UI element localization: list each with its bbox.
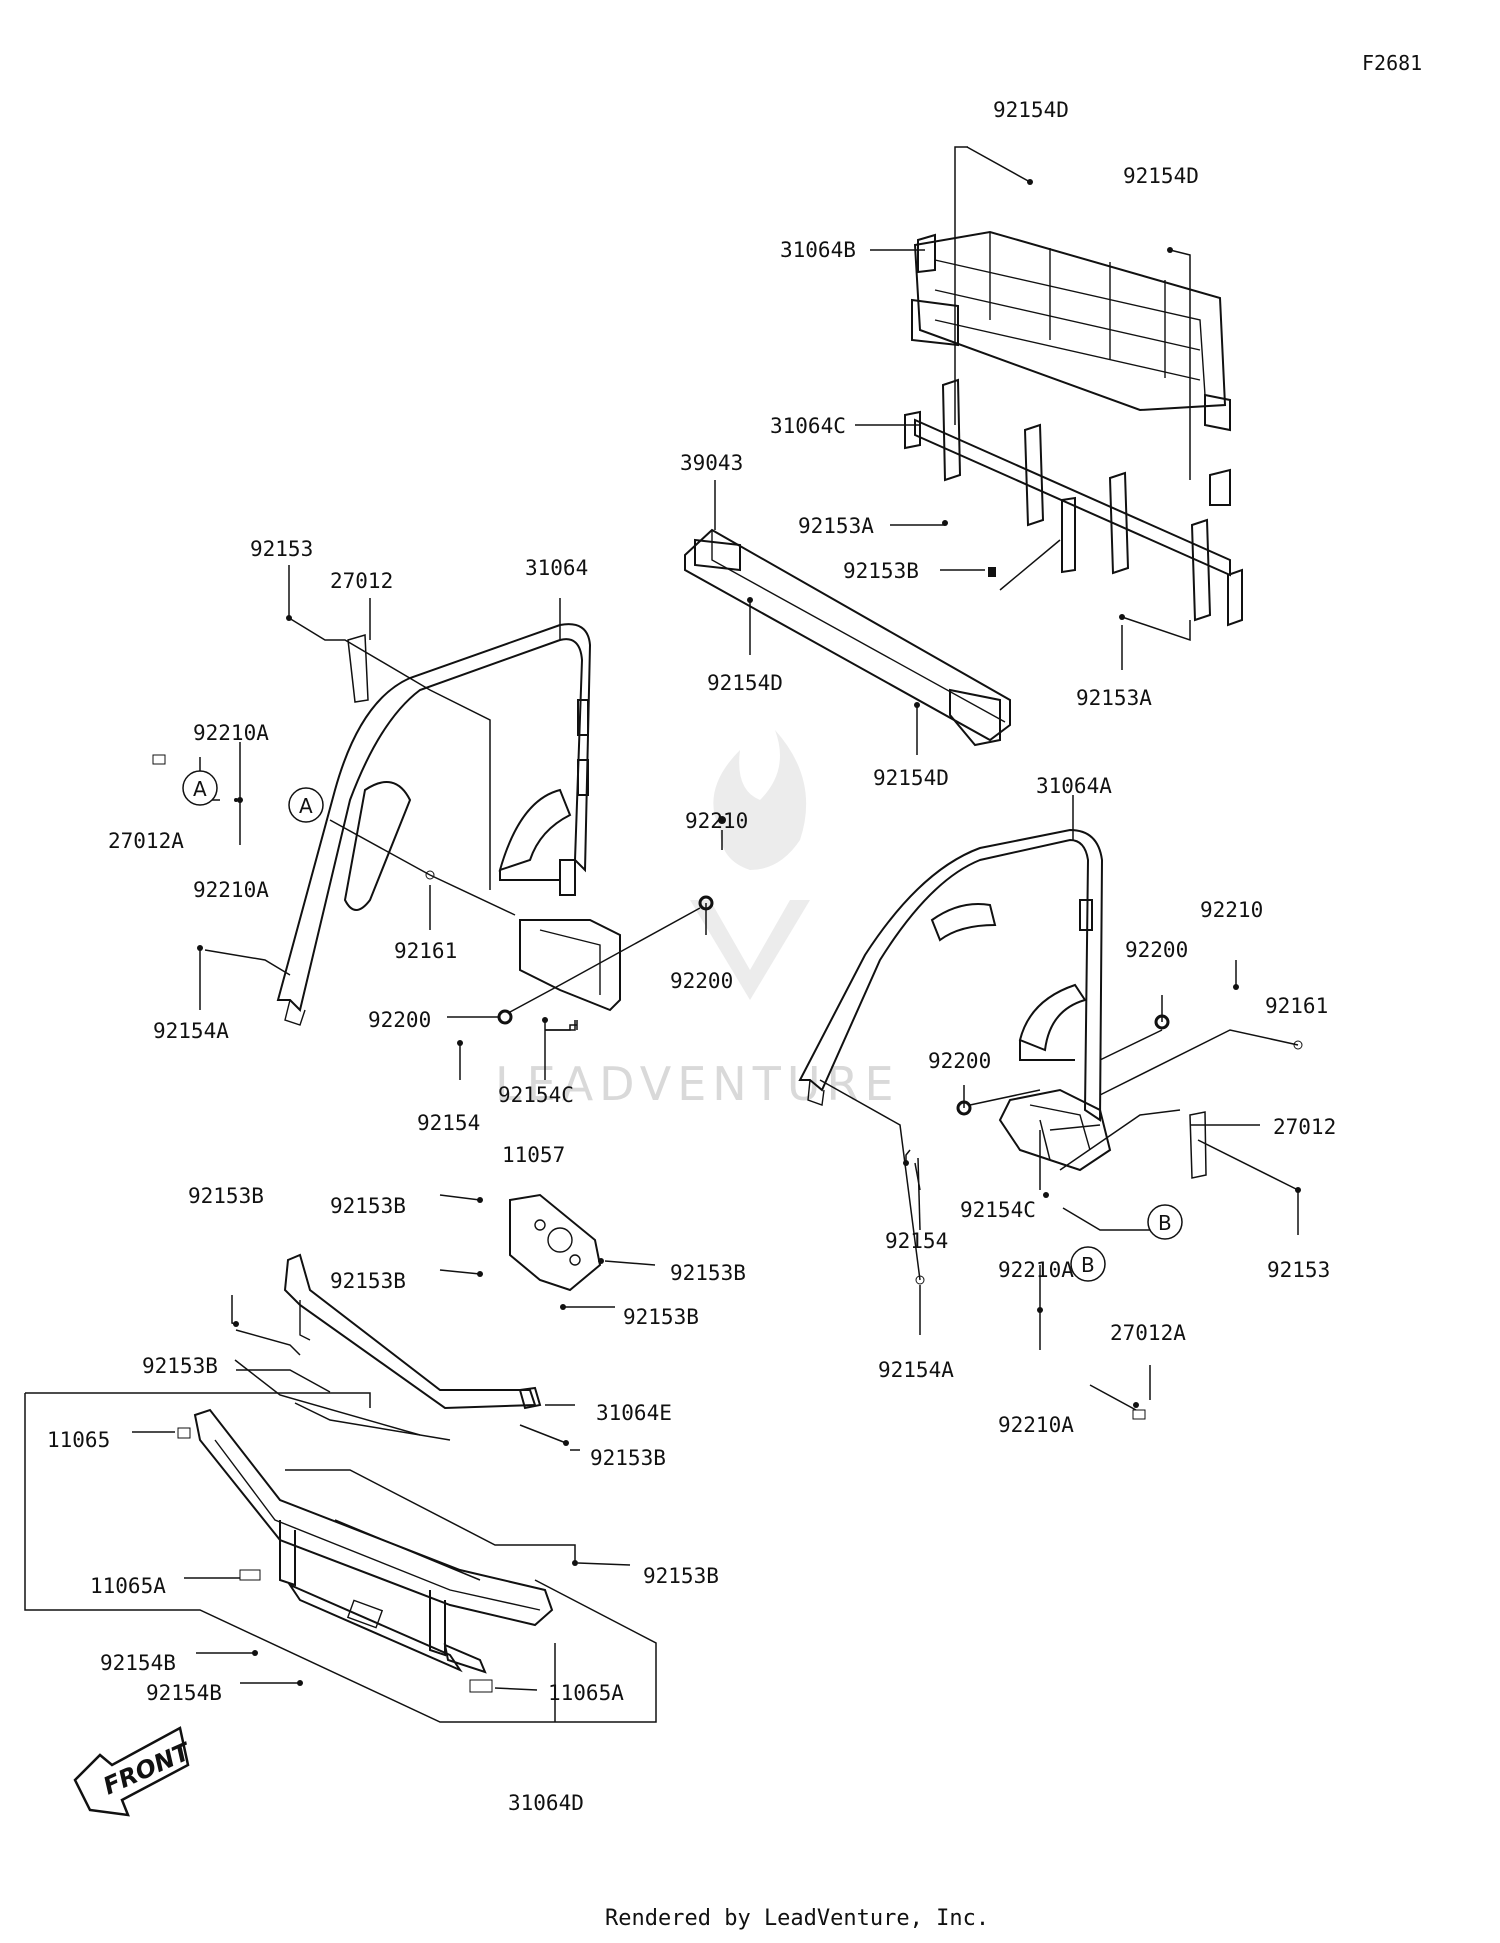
callout-31064c: 31064C — [770, 414, 846, 438]
front-arrow: FRONT — [73, 1726, 196, 1817]
callout-92200: 92200 — [670, 969, 733, 993]
ref-b-label: B — [1081, 1253, 1095, 1277]
callout-31064e: 31064E — [596, 1401, 672, 1425]
callout-92153b: 92153B — [330, 1194, 406, 1218]
right-roll-bar-part — [798, 828, 1112, 1172]
callout-92153a: 92153A — [798, 514, 874, 538]
callout-92154d: 92154D — [993, 98, 1069, 122]
callout-92153: 92153 — [1267, 1258, 1330, 1282]
callout-27012: 27012 — [330, 569, 393, 593]
callout-92161: 92161 — [394, 939, 457, 963]
callout-92154d: 92154D — [707, 671, 783, 695]
front-bumper-31064D-part — [193, 1408, 554, 1674]
ref-circle-b-right: B — [1147, 1204, 1183, 1240]
callout-92154c: 92154C — [960, 1198, 1036, 1222]
ref-circle-a-mid: A — [288, 787, 324, 823]
callout-92154: 92154 — [885, 1229, 948, 1253]
left-roll-bar-part — [276, 623, 621, 1026]
callout-92210a: 92210A — [998, 1258, 1074, 1282]
callout-92154b: 92154B — [100, 1651, 176, 1675]
rear-screen-part — [911, 230, 1231, 506]
callout-92210a: 92210A — [998, 1413, 1074, 1437]
callout-92200: 92200 — [1125, 938, 1188, 962]
front-bar-31064E-part — [283, 1253, 542, 1410]
callout-92153b: 92153B — [670, 1261, 746, 1285]
ref-circle-b-low: B — [1070, 1246, 1106, 1282]
callout-92210a: 92210A — [193, 721, 269, 745]
callout-92161: 92161 — [1265, 994, 1328, 1018]
callout-31064d: 31064D — [508, 1791, 584, 1815]
callout-92154a: 92154A — [878, 1358, 954, 1382]
callout-27012: 27012 — [1273, 1115, 1336, 1139]
ref-a-label: A — [193, 777, 207, 801]
watermark: LEADVENTURE — [495, 730, 894, 1111]
callout-31064b: 31064B — [780, 238, 856, 262]
callout-92154d: 92154D — [1123, 164, 1199, 188]
callout-92153b: 92153B — [843, 559, 919, 583]
callout-92210: 92210 — [685, 809, 748, 833]
bracket-11057-part — [509, 1193, 602, 1292]
callout-31064: 31064 — [525, 556, 588, 580]
callout-11065a: 11065A — [548, 1681, 624, 1705]
callout-92210: 92210 — [1200, 898, 1263, 922]
callout-11065a: 11065A — [90, 1574, 166, 1598]
callout-92154: 92154 — [417, 1111, 480, 1135]
diagram-code: F2681 — [1362, 51, 1422, 75]
callout-92210a: 92210A — [193, 878, 269, 902]
callout-92153: 92153 — [250, 537, 313, 561]
ref-a-label: A — [299, 794, 313, 818]
callout-92153a: 92153A — [1076, 686, 1152, 710]
callout-92200: 92200 — [928, 1049, 991, 1073]
callout-31064a: 31064A — [1036, 774, 1112, 798]
callout-92154d: 92154D — [873, 766, 949, 790]
callout-27012a: 27012A — [1110, 1321, 1186, 1345]
callout-92153b: 92153B — [590, 1446, 666, 1470]
callout-92153b: 92153B — [623, 1305, 699, 1329]
callout-11057: 11057 — [502, 1143, 565, 1167]
callout-92153b: 92153B — [188, 1184, 264, 1208]
leader-lines — [24, 146, 1299, 1723]
callout-92153b: 92153B — [142, 1354, 218, 1378]
crossbar-39043-part — [684, 528, 1011, 747]
callout-92154b: 92154B — [146, 1681, 222, 1705]
callout-labels: 92154D 92154D 31064B 31064C 39043 92153A… — [47, 98, 1336, 1815]
callout-92200: 92200 — [368, 1008, 431, 1032]
callout-92154a: 92154A — [153, 1019, 229, 1043]
callout-27012a: 27012A — [108, 829, 184, 853]
callout-92153b: 92153B — [643, 1564, 719, 1588]
rear-crossbar-part — [904, 378, 1243, 627]
footer-credit: Rendered by LeadVenture, Inc. — [605, 1906, 989, 1931]
callout-92153b: 92153B — [330, 1269, 406, 1293]
callout-11065: 11065 — [47, 1428, 110, 1452]
callout-92154c: 92154C — [498, 1083, 574, 1107]
ref-circle-a-left: A — [182, 770, 218, 806]
ref-b-label: B — [1158, 1211, 1172, 1235]
callout-39043: 39043 — [680, 451, 743, 475]
